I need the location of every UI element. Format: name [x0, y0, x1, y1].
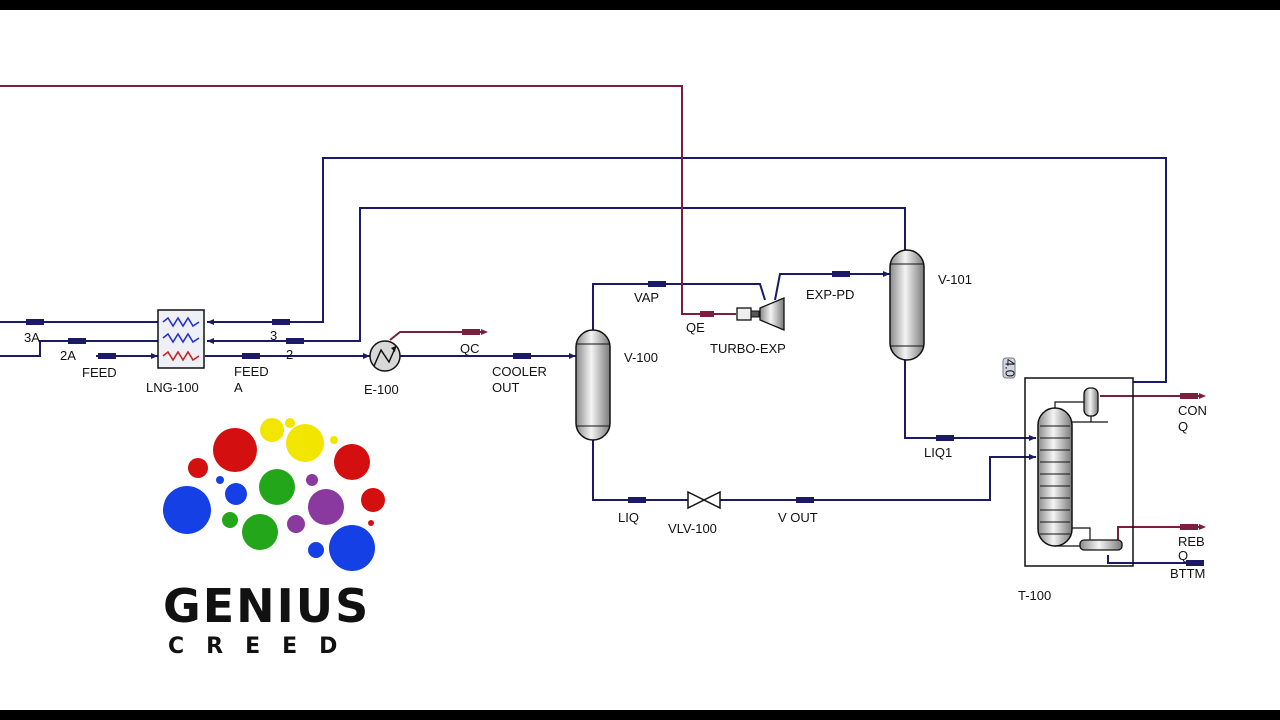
marker-reb-q [1180, 524, 1198, 530]
label-e-100: E-100 [364, 382, 399, 397]
label-vlv-100: VLV-100 [668, 521, 717, 536]
label-cooler-out-line2: OUT [492, 380, 520, 395]
label-qc: QC [460, 341, 480, 356]
stream-overhead-loop[interactable] [207, 157, 1167, 383]
arrow-3-in [207, 319, 214, 325]
genius-creed-logo: GENIUS CREED [163, 418, 385, 659]
label-con-q-line2: Q [1178, 419, 1188, 434]
arrow-v101-in [883, 271, 890, 277]
label-3a: 3A [24, 330, 40, 345]
arrow-2-in [207, 338, 214, 344]
stream-v-out[interactable] [720, 456, 1036, 501]
stream-qc[interactable] [389, 331, 482, 341]
condenser-icon [1083, 387, 1099, 417]
label-con-q-line1: CON [1178, 403, 1207, 418]
marker-2a [68, 338, 86, 344]
label-reb-q-line1: REB [1178, 534, 1205, 549]
stream-2a[interactable] [0, 340, 158, 357]
label-turbo-exp: TURBO-EXP [710, 341, 786, 356]
flowsheet-canvas: 4.0 3A 2A FEED LNG-100 FEED A 3 2 E-100 … [0, 10, 1280, 710]
v-100-separator-icon[interactable] [575, 329, 611, 441]
label-feed-a-line1: FEED [234, 364, 269, 379]
stream-vap[interactable] [592, 283, 766, 330]
label-cooler-out-line1: COOLER [492, 364, 547, 379]
label-vap: VAP [634, 290, 659, 305]
label-liq: LIQ [618, 510, 639, 525]
label-stream-2: 2 [286, 347, 293, 362]
stream-labels: 3A 2A FEED LNG-100 FEED A 3 2 E-100 QC C… [24, 272, 1207, 603]
label-reb-q-line2: Q [1178, 548, 1188, 563]
label-lng-100: LNG-100 [146, 380, 199, 395]
energy-markers [462, 311, 1206, 530]
arrow-e100-in [363, 353, 370, 359]
stream-top-energy[interactable] [0, 85, 736, 315]
stream-liq1[interactable] [904, 360, 1036, 439]
stream-exp-pd[interactable] [774, 273, 890, 301]
label-liq1: LIQ1 [924, 445, 952, 460]
label-t-100: T-100 [1018, 588, 1051, 603]
label-feed-a-line2: A [234, 380, 243, 395]
marker-qc [462, 329, 480, 335]
arrow-vout-in [1029, 454, 1036, 460]
marker-qe [700, 311, 714, 317]
stream-liq[interactable] [592, 440, 688, 501]
label-2a: 2A [60, 348, 76, 363]
label-stream-3: 3 [270, 328, 277, 343]
label-v-out: V OUT [778, 510, 818, 525]
marker-bttm [1186, 560, 1204, 566]
stream-reb-q[interactable] [1117, 526, 1200, 545]
stream-v101-loop[interactable] [207, 207, 906, 342]
marker-feed [98, 353, 116, 359]
marker-cooler-out [513, 353, 531, 359]
stream-bttm[interactable] [1107, 555, 1195, 564]
marker-3a [26, 319, 44, 325]
arrow-feed-in [151, 353, 158, 359]
vlv-100-valve-icon[interactable] [687, 490, 721, 510]
marker-v-out [796, 497, 814, 503]
lng-100-exchanger[interactable] [157, 309, 205, 369]
marker-liq1 [936, 435, 954, 441]
marker-3 [272, 319, 290, 325]
label-feed: FEED [82, 365, 117, 380]
process-flow-diagram: 4.0 3A 2A FEED LNG-100 FEED A 3 2 E-100 … [0, 85, 1207, 659]
column-tag-badge [1002, 357, 1016, 379]
marker-exp-pd [832, 271, 850, 277]
label-v-100: V-100 [624, 350, 658, 365]
arrow-v100-in [569, 353, 576, 359]
logo-wordmark: GENIUS [163, 579, 370, 633]
label-exp-pd: EXP-PD [806, 287, 854, 302]
marker-feed-a [242, 353, 260, 359]
label-qe: QE [686, 320, 705, 335]
reboiler-icon [1079, 539, 1123, 551]
v-101-separator-icon[interactable] [889, 249, 925, 361]
label-v-101: V-101 [938, 272, 972, 287]
marker-con-q [1180, 393, 1198, 399]
t-100-column-icon[interactable]: 4.0 [1002, 357, 1134, 567]
paint-splash-icon [163, 418, 385, 571]
marker-vap [648, 281, 666, 287]
marker-liq [628, 497, 646, 503]
label-bttm: BTTM [1170, 566, 1205, 581]
e-100-cooler-icon[interactable] [369, 340, 401, 372]
logo-subtitle: CREED [168, 634, 359, 659]
column-tag-text: 4.0 [1003, 359, 1018, 377]
material-streams [0, 157, 1195, 564]
stream-markers [26, 271, 1204, 566]
turbo-exp-icon[interactable] [736, 297, 785, 331]
arrow-liq1-in [1029, 435, 1036, 441]
marker-2 [286, 338, 304, 344]
